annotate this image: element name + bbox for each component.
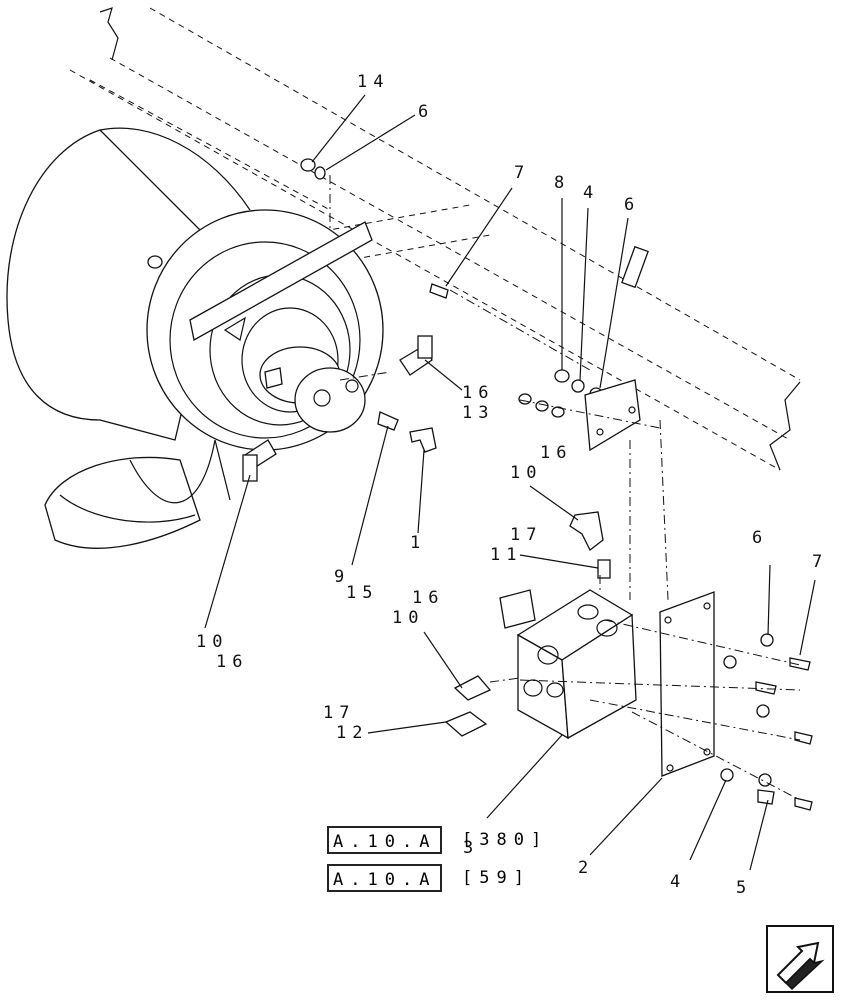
callout-17: 17 — [323, 703, 355, 723]
reference-link-a10a380[interactable]: A.10.A — [327, 826, 443, 854]
bracket-open: [ — [462, 868, 480, 888]
valve-block — [499, 589, 637, 740]
fittings-motor — [242, 335, 437, 482]
callout-2: 2 — [578, 858, 594, 878]
callout-16: 16 — [412, 588, 444, 608]
reference-page-a10a380[interactable]: [380] — [462, 826, 548, 854]
reference-page-a10a59[interactable]: [59] — [462, 864, 531, 892]
reference-page: 380 — [479, 830, 531, 850]
callout-6: 6 — [418, 102, 434, 122]
reference-page: 59 — [479, 868, 514, 888]
hydraulic-motor — [259, 346, 366, 433]
callout-14: 14 — [357, 72, 389, 92]
callout-11: 11 — [490, 545, 522, 565]
callout-7: 7 — [812, 552, 828, 572]
callout-10: 10 — [510, 463, 542, 483]
callout-16: 16 — [216, 652, 248, 672]
previous-page-button[interactable] — [766, 925, 834, 993]
gasket-plate — [659, 591, 715, 777]
arrow-previous-icon — [776, 941, 825, 991]
callout-6: 6 — [624, 195, 640, 215]
callout-6: 6 — [752, 528, 768, 548]
callout-4: 4 — [583, 183, 599, 203]
bracket-open: [ — [462, 830, 480, 850]
callout-15: 15 — [346, 583, 378, 603]
reference-letter: A — [419, 832, 437, 852]
callout-7: 7 — [514, 163, 530, 183]
mounting-bracket — [189, 221, 373, 342]
reference-link-a10a59[interactable]: A.10.A — [327, 864, 443, 892]
callout-1: 1 — [410, 533, 426, 553]
center-lines — [329, 175, 801, 801]
callout-16: 16 — [462, 383, 494, 403]
callout-4: 4 — [670, 872, 686, 892]
bracket-close: ] — [513, 868, 531, 888]
callout-12: 12 — [336, 723, 368, 743]
leader-lines — [204, 94, 816, 871]
callout-17: 17 — [510, 525, 542, 545]
callout-16: 16 — [540, 443, 572, 463]
callout-labels: 14 6 7 8 4 6 16 13 16 10 17 11 9 1 15 16… — [196, 72, 828, 898]
bracket-close: ] — [530, 830, 549, 850]
beam-bracket — [584, 379, 641, 452]
reference-section: A.10. — [333, 870, 420, 890]
callout-10: 10 — [392, 608, 424, 628]
callout-5: 5 — [736, 878, 752, 898]
fittings-valve — [444, 511, 611, 737]
reference-letter: A — [419, 870, 437, 890]
reference-section: A.10. — [333, 832, 420, 852]
callout-3: 3 — [463, 838, 479, 858]
callout-8: 8 — [554, 173, 570, 193]
hardware-right — [720, 633, 813, 811]
callout-9: 9 — [334, 567, 350, 587]
callout-13: 13 — [462, 403, 494, 423]
callout-10: 10 — [196, 632, 228, 652]
